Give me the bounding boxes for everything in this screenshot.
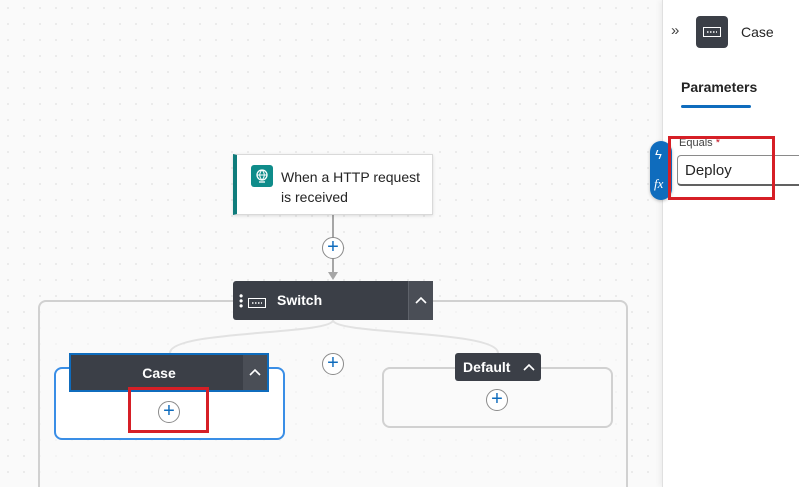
case-label: Case [142,365,176,381]
add-action-in-default-button[interactable]: + [486,389,508,411]
dynamic-content-icon[interactable]: ϟ [655,147,662,162]
chevron-up-icon [523,363,535,371]
add-step-button[interactable]: + [322,237,344,259]
chevron-up-icon [415,296,427,304]
default-label: Default [463,359,511,375]
expand-panel-icon[interactable]: » [671,22,680,39]
tab-parameters[interactable]: Parameters [681,79,758,95]
tab-active-indicator [681,105,751,108]
equals-label-text: Equals [679,137,713,149]
chevron-up-icon [249,368,261,376]
trigger-label: When a HTTP request is received [281,169,421,205]
expression-icon[interactable]: fx [654,176,664,191]
http-trigger-card[interactable]: When a HTTP request is received [233,154,433,215]
switch-action-card[interactable]: ••• Switch [233,281,433,320]
panel-title: Case [741,24,774,40]
switch-label: Switch [277,292,323,308]
case-branch-card[interactable]: Case [69,353,269,392]
details-panel: » Case Parameters Equals * [662,0,799,487]
drag-handle-icon[interactable]: ••• [239,289,244,313]
designer-canvas: When a HTTP request is received + ••• Sw… [0,0,662,487]
add-action-in-case-button[interactable]: + [158,401,180,423]
add-case-button[interactable]: + [322,353,344,375]
switch-icon [248,295,266,313]
token-picker-buttons: ϟ fx [650,141,672,200]
equals-field[interactable] [677,155,799,186]
case-collapse-button[interactable] [243,355,267,390]
case-icon [696,16,728,48]
required-mark: * [715,137,720,149]
default-collapse-button[interactable] [517,353,541,381]
default-branch-card[interactable]: Default [455,353,541,381]
switch-collapse-button[interactable] [408,281,433,320]
equals-field-label: Equals * [679,137,720,149]
http-globe-icon [251,165,273,187]
